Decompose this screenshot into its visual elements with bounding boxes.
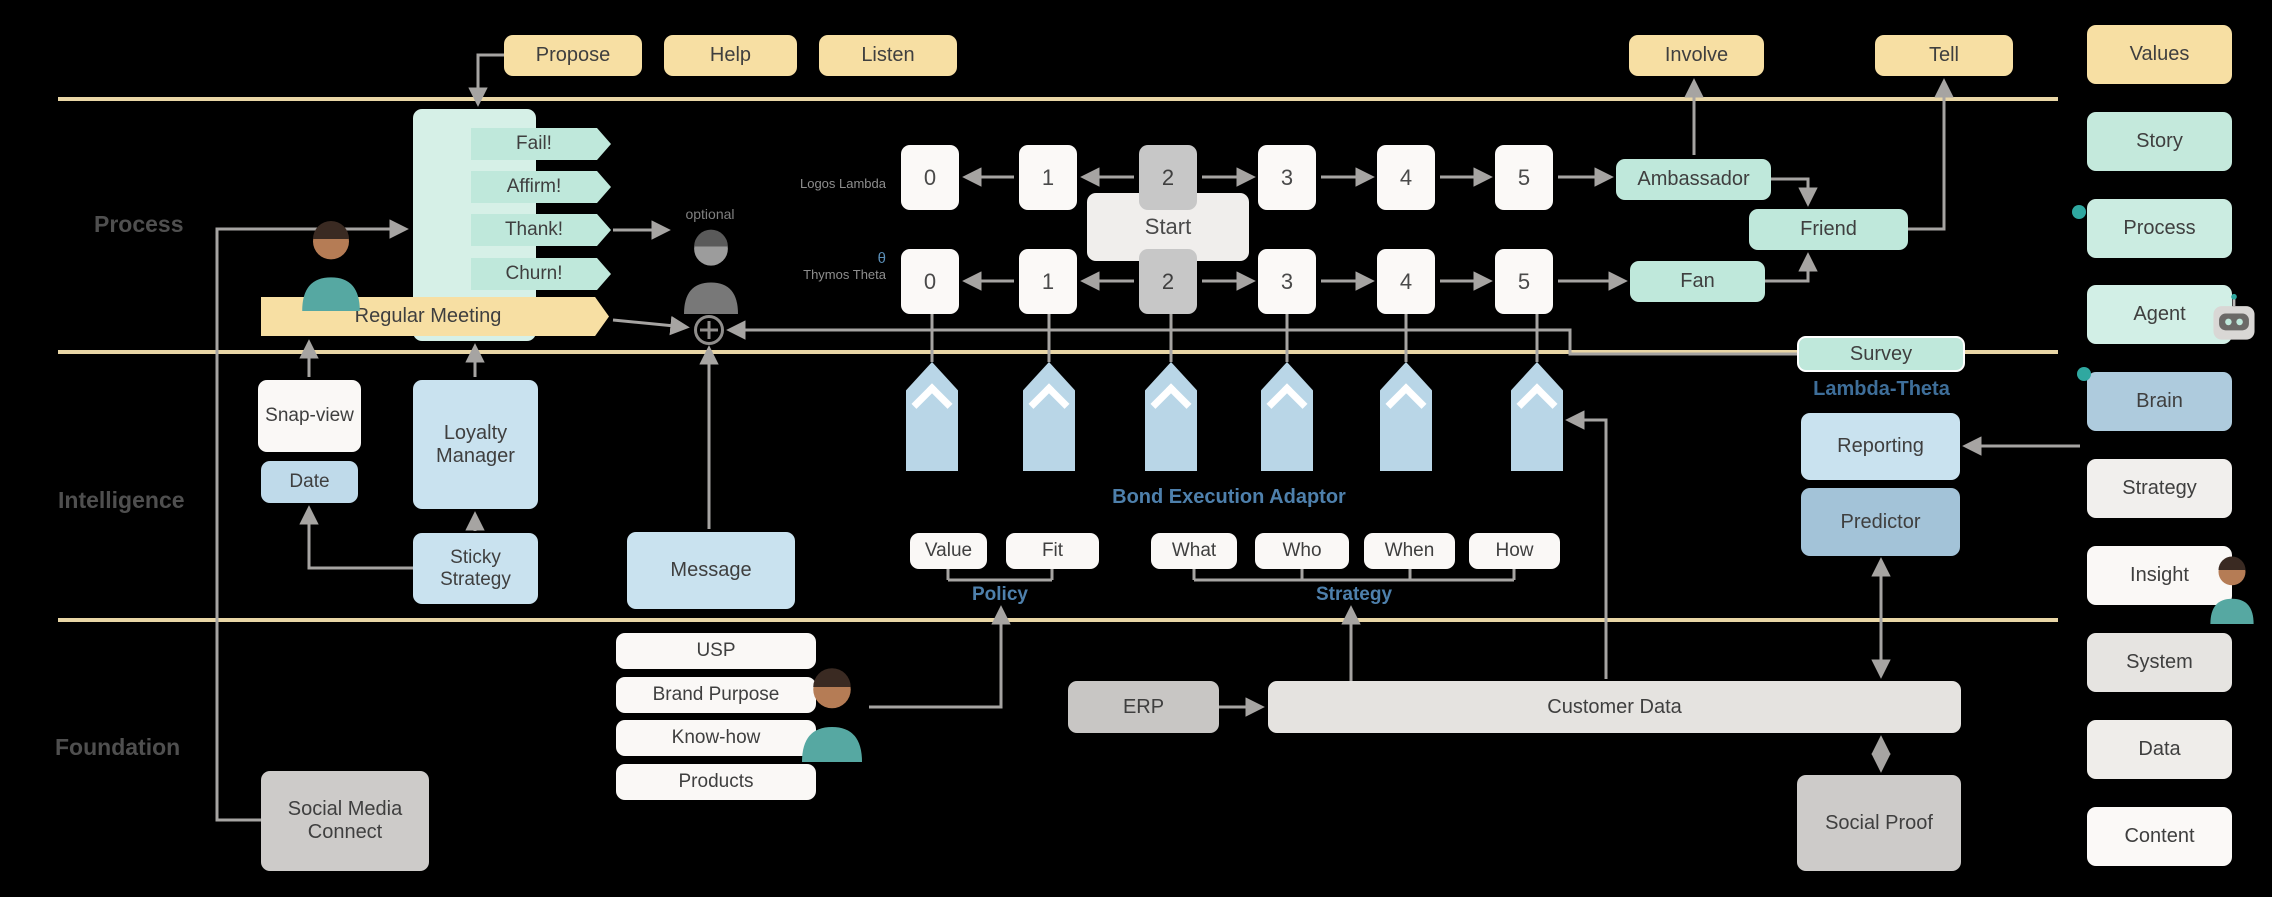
strategy-when-box: When [1364,533,1455,569]
lane-label-intelligence: Intelligence [58,487,185,513]
ladder1-1: 1 [1019,145,1077,210]
date-box: Date [261,461,358,503]
bond-adaptor-label: Bond Execution Adaptor [1112,486,1346,508]
social-proof-box: Social Proof [1797,775,1961,871]
message-box: Message [627,532,795,609]
ladder1-5: 5 [1495,145,1553,210]
right-item-strategy: Strategy [2087,459,2232,518]
right-item-brain: Brain [2087,372,2232,431]
person-avatar-optional [676,224,746,314]
robot-avatar-agent [2206,293,2262,349]
social-media-connect-box: Social Media Connect [261,771,429,871]
sticky-strategy-box: Sticky Strategy [413,533,538,604]
asset-brand-purpose-box: Brand Purpose [616,677,816,713]
strategy-label: Strategy [1315,584,1393,605]
lambda-theta-label: Lambda-Theta [1813,378,1950,400]
asset-usp-box: USP [616,633,816,669]
ladder2-5: 5 [1495,249,1553,314]
ladder1-3: 3 [1258,145,1316,210]
ladder2-4: 4 [1377,249,1435,314]
ladder2-2: 2 [1139,249,1197,314]
regular-meeting-ribbon: Regular Meeting [261,297,609,336]
person-avatar-insight [2203,552,2261,624]
right-item-agent: Agent [2087,285,2232,344]
theta-symbol: θ [877,250,886,267]
right-item-content: Content [2087,807,2232,866]
right-item-system: System [2087,633,2232,692]
strategy-what-box: What [1151,533,1237,569]
fan-box: Fan [1630,261,1765,302]
arrows [215,53,2080,822]
ladder2-0: 0 [901,249,959,314]
ladder1-2: 2 [1139,145,1197,210]
predictor-box: Predictor [1801,488,1960,556]
optional-label: optional [685,206,735,222]
teal-dot [2072,205,2086,219]
lane-divider-lines [58,97,2058,622]
ribbon-fail: Fail! [471,128,611,160]
action-listen: Listen [819,35,957,76]
ladder1-0: 0 [901,145,959,210]
lane-label-foundation: Foundation [55,734,181,760]
reporting-box: Reporting [1801,413,1960,480]
erp-box: ERP [1068,681,1219,733]
policy-fit-box: Fit [1006,533,1099,569]
ambassador-box: Ambassador [1616,159,1771,200]
snap-view-box: Snap-view [258,380,361,452]
merge-circle-plus-icon [694,315,724,345]
right-item-story: Story [2087,112,2232,171]
right-item-values: Values [2087,25,2232,84]
ribbon-churn: Churn! [471,258,611,290]
action-help: Help [664,35,797,76]
survey-box: Survey [1797,336,1965,372]
thymos-theta-label-block: θ Thymos Theta [756,250,886,282]
teal-dot [2077,367,2091,381]
right-item-process: Process [2087,199,2232,258]
customer-data-box: Customer Data [1268,681,1961,733]
strategy-who-box: Who [1255,533,1349,569]
logos-lambda-label: Logos Lambda [799,176,886,191]
person-avatar-brand [792,662,872,762]
ribbon-affirm: Affirm! [471,171,611,203]
person-avatar-manager [292,215,370,311]
right-item-insight: Insight [2087,546,2232,605]
action-propose: Propose [504,35,642,76]
policy-label: Policy [972,584,1028,605]
ladder2-3: 3 [1258,249,1316,314]
ladder2-1: 1 [1019,249,1077,314]
action-tell: Tell [1875,35,2013,76]
loyalty-manager-box: Loyalty Manager [413,380,538,509]
ribbon-thank: Thank! [471,214,611,246]
lane-label-process: Process [94,211,184,237]
ladder1-4: 4 [1377,145,1435,210]
policy-value-box: Value [910,533,987,569]
right-item-data: Data [2087,720,2232,779]
strategy-how-box: How [1469,533,1560,569]
asset-know-how-box: Know-how [616,720,816,756]
friend-box: Friend [1749,209,1908,250]
action-involve: Involve [1629,35,1764,76]
asset-products-box: Products [616,764,816,800]
thymos-theta-label: Thymos Theta [803,267,886,282]
